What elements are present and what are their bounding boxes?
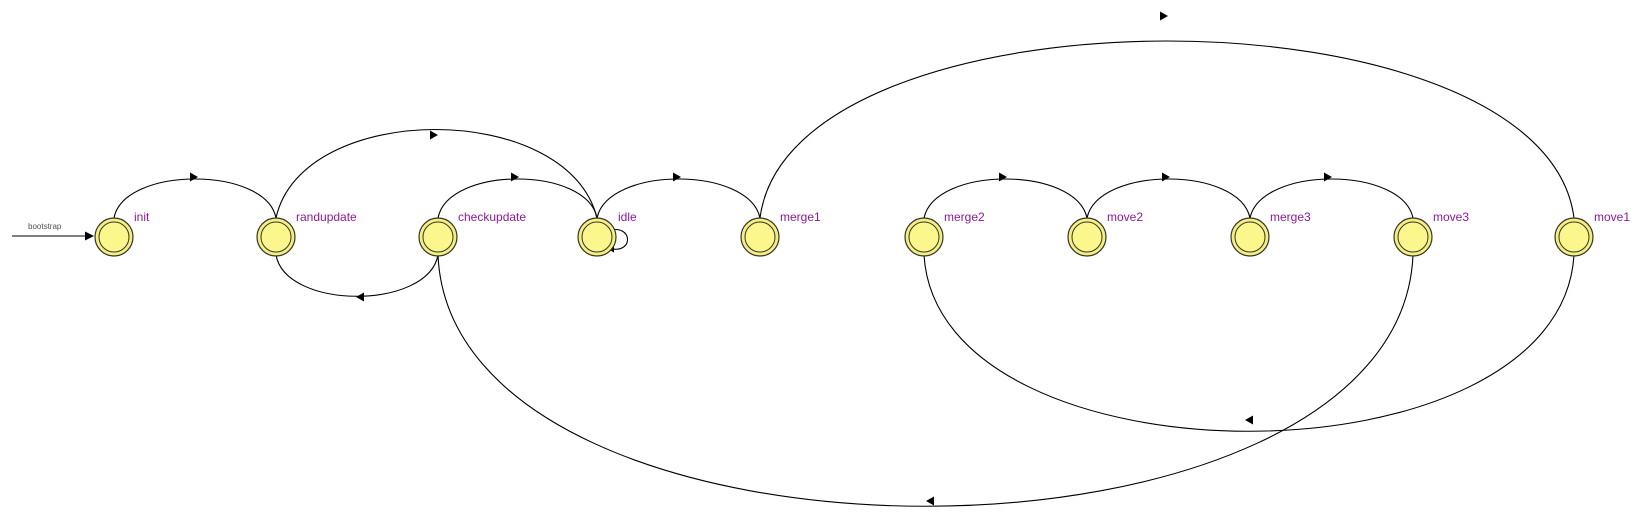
bootstrap-label: bootstrap [28,222,62,231]
state-move3[interactable]: move3 [1393,210,1469,257]
state-move1[interactable]: move1 [1554,210,1630,257]
state-label-merge3: merge3 [1270,210,1311,224]
transition-checkupdate-idle [437,172,598,219]
state-label-merge2: merge2 [944,210,985,224]
state-init[interactable]: init [94,210,150,257]
state-idle[interactable]: idle [577,210,637,257]
bootstrap-entry: bootstrap [12,222,94,241]
state-label-checkupdate: checkupdate [458,210,526,224]
transition-randupdate-idle [275,129,598,219]
transition-merge2-move2 [923,172,1088,219]
state-merge3[interactable]: merge3 [1230,210,1311,257]
transition-move1-merge2 [923,254,1575,432]
transition-idle-merge1 [596,172,761,219]
states: init randupdate checkupdate idle merge1 … [94,210,1630,257]
bootstrap-arrowhead [85,231,94,241]
transitions [113,11,1575,507]
state-merge2[interactable]: merge2 [904,210,985,257]
transition-merge1-move1 [759,11,1575,219]
state-label-move3: move3 [1433,210,1469,224]
state-label-move1: move1 [1594,210,1630,224]
state-merge1[interactable]: merge1 [740,210,821,257]
transition-move2-merge3 [1086,172,1251,219]
transition-init-randupdate [113,172,277,219]
state-checkupdate[interactable]: checkupdate [418,210,526,257]
state-label-randupdate: randupdate [296,210,357,224]
transition-merge3-move3 [1249,172,1414,219]
state-move2[interactable]: move2 [1067,210,1143,257]
state-randupdate[interactable]: randupdate [256,210,357,257]
state-label-move2: move2 [1107,210,1143,224]
transition-checkupdate-randupdate [275,254,439,302]
state-label-idle: idle [618,210,637,224]
transition-move3-checkupdate [437,254,1414,507]
state-label-merge1: merge1 [780,210,821,224]
state-label-init: init [134,210,150,224]
